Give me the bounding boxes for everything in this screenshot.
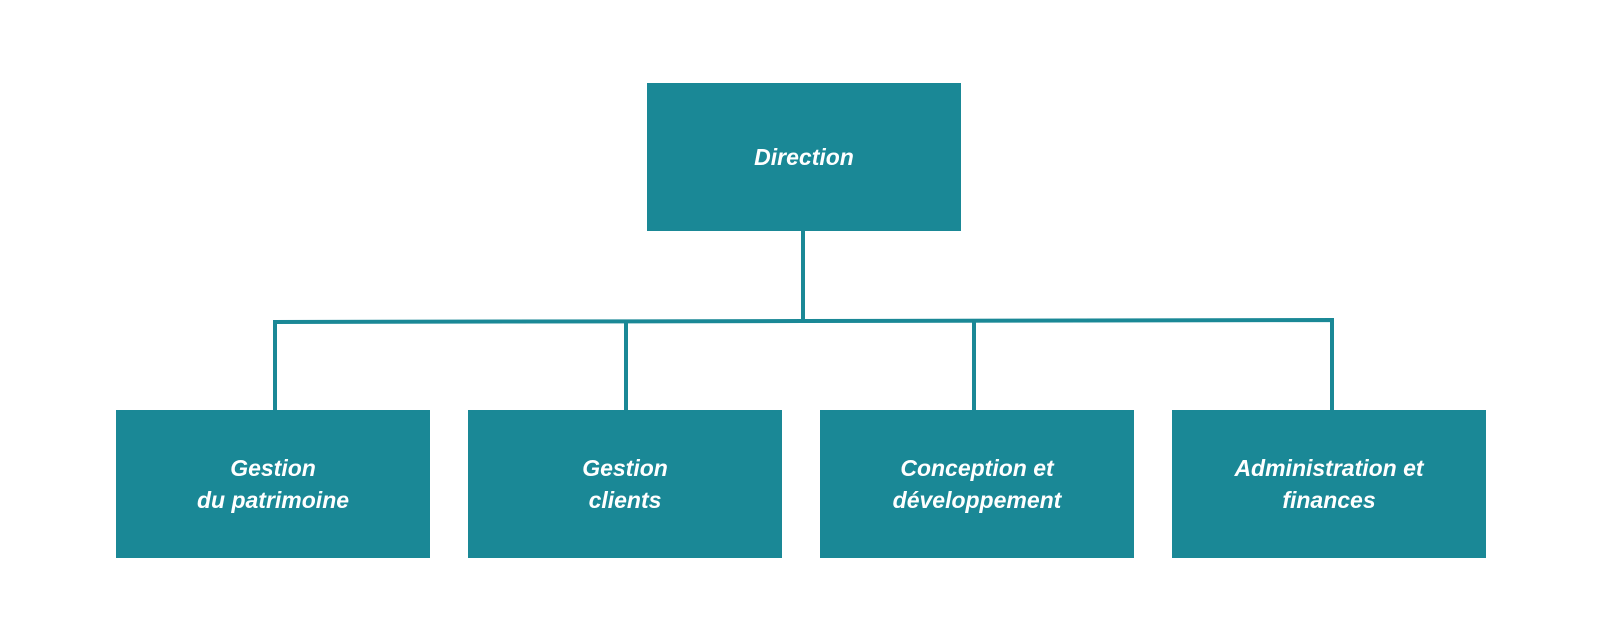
node-administration-finances-label: Administration et finances — [1234, 455, 1424, 513]
node-gestion-clients-label: Gestion clients — [582, 455, 668, 513]
horizontal-connector — [273, 317, 1334, 410]
node-direction: Direction — [647, 83, 961, 231]
node-direction-label: Direction — [754, 144, 854, 170]
node-gestion-patrimoine: Gestion du patrimoine — [116, 410, 430, 558]
node-gestion-patrimoine-label: Gestion du patrimoine — [196, 455, 350, 513]
node-conception-developpement-label: Conception et développement — [892, 455, 1062, 513]
node-administration-finances: Administration et finances — [1172, 410, 1486, 558]
node-gestion-clients: Gestion clients — [468, 410, 782, 558]
node-conception-developpement: Conception et développement — [820, 410, 1134, 558]
